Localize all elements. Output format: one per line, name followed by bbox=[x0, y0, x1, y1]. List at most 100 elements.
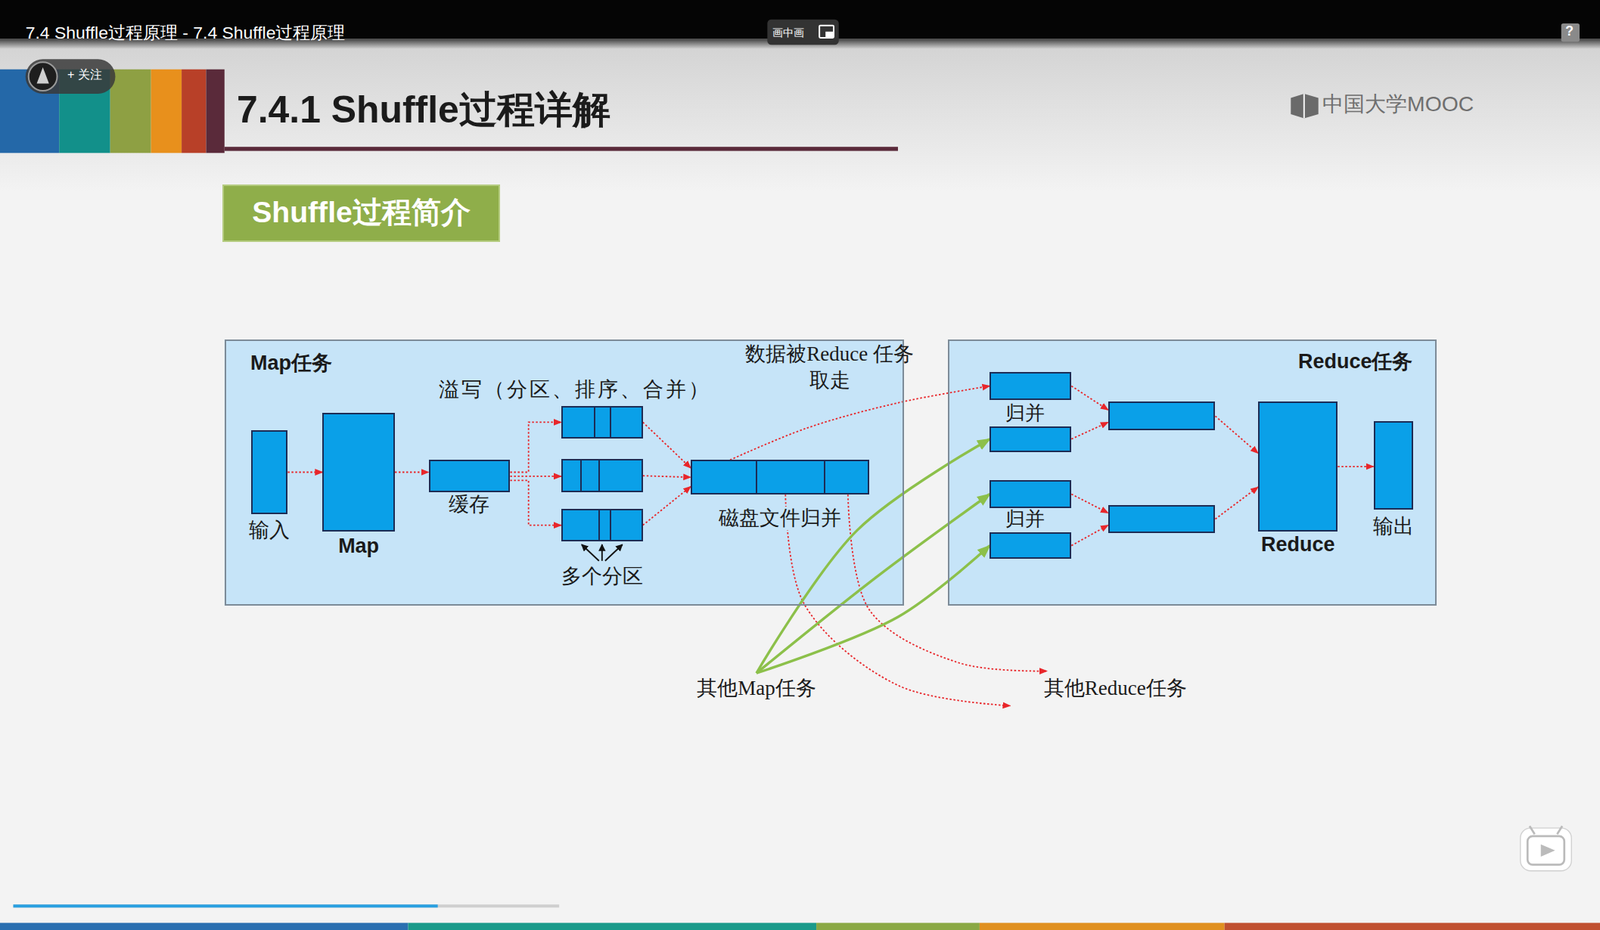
container-heading: Map任务 bbox=[250, 351, 333, 376]
data-flow-arrow bbox=[1214, 487, 1259, 519]
color-stripe bbox=[205, 69, 224, 154]
partition-divider bbox=[580, 460, 582, 492]
brand-logo-icon bbox=[1290, 93, 1318, 119]
data-flow-arrow bbox=[643, 486, 691, 526]
data-flow-arrow bbox=[643, 422, 691, 469]
label-holder: 画中画 bbox=[772, 25, 805, 40]
pip-icon bbox=[825, 31, 834, 38]
help-icon: ? bbox=[1565, 23, 1574, 39]
data-flow-arrow bbox=[1337, 466, 1374, 468]
follow-button-label: + 关注 bbox=[67, 67, 103, 81]
edge-label-holder: 数据被Reduce 任务取走 bbox=[737, 341, 922, 395]
title-underline bbox=[224, 146, 898, 151]
task-label: 其他Map任务 bbox=[693, 675, 819, 703]
node-text: 缓存 bbox=[448, 493, 490, 517]
data-flow-arrow bbox=[1214, 416, 1259, 454]
node-text: 其他Reduce任务 bbox=[1043, 677, 1187, 701]
label-holder: 溢写（分区、排序、合并） bbox=[438, 377, 712, 402]
label-holder: 多个分区 bbox=[561, 564, 644, 589]
data-flow-arrow bbox=[643, 475, 691, 478]
spill-step-label: 溢写（分区、排序、合并） bbox=[438, 378, 712, 401]
pip-button-label: 画中画 bbox=[772, 26, 805, 39]
container-heading: Reduce任务 bbox=[1298, 350, 1413, 374]
data-flow-arrow bbox=[1071, 494, 1109, 514]
partition-divider bbox=[609, 510, 612, 541]
node-text: Map bbox=[338, 534, 380, 559]
partition-block bbox=[561, 459, 644, 494]
data-flow-arrow bbox=[509, 480, 561, 526]
leader-arrow bbox=[605, 544, 623, 562]
avatar bbox=[28, 62, 58, 91]
data-flow-arrow bbox=[1071, 525, 1109, 547]
help-square bbox=[1561, 23, 1580, 42]
node-text: 磁盘文件归并 bbox=[715, 506, 845, 531]
leader-arrow bbox=[581, 544, 600, 562]
data-flow-arrow bbox=[394, 472, 429, 474]
bilibili-icon bbox=[1529, 826, 1563, 835]
color-stripe bbox=[110, 69, 152, 154]
label-holder: 归并 bbox=[1005, 509, 1045, 530]
data-flow-arrow bbox=[509, 422, 561, 473]
label-holder: ? bbox=[1565, 23, 1574, 40]
color-stripe bbox=[181, 69, 206, 154]
follow-pill bbox=[25, 59, 116, 94]
label-holder: + 关注 bbox=[67, 67, 103, 82]
partition-divider bbox=[593, 407, 596, 438]
partition-divider bbox=[598, 510, 600, 541]
data-flow-arrow bbox=[730, 386, 990, 461]
data-block bbox=[989, 372, 1072, 400]
brand-logo-icon bbox=[1303, 93, 1305, 119]
bottom-strip bbox=[979, 923, 1225, 930]
data-block: Map bbox=[322, 413, 395, 532]
node-text: Reduce bbox=[1261, 533, 1335, 557]
data-block bbox=[989, 480, 1072, 508]
brand-logo-text: 中国大学MOOC bbox=[1322, 91, 1474, 116]
slide-top-shade bbox=[0, 38, 1600, 192]
data-block: 输出 bbox=[1373, 421, 1414, 510]
merge-step-label: 归并 bbox=[1005, 402, 1045, 425]
bilibili-icon bbox=[1527, 836, 1565, 866]
data-flow-arrow bbox=[509, 475, 561, 478]
bottom-strip bbox=[408, 923, 818, 930]
node-text: 输出 bbox=[1373, 515, 1414, 539]
data-block: Reduce bbox=[1258, 401, 1338, 532]
title-holder: 7.4.1 Shuffle过程详解 bbox=[236, 87, 611, 134]
task-container: Reduce 输出 Reduce任务 bbox=[947, 339, 1437, 606]
leader-arrow bbox=[601, 544, 603, 562]
partition-block bbox=[561, 406, 644, 439]
bottom-strip bbox=[0, 923, 409, 930]
map-task-fill bbox=[224, 339, 905, 606]
data-flow-arrow bbox=[1071, 386, 1109, 411]
data-flow-arrow bbox=[287, 472, 323, 474]
progress-played bbox=[13, 904, 439, 908]
node-text: 输入 bbox=[248, 518, 290, 543]
fetch-arrow bbox=[756, 546, 990, 675]
partition-note: 多个分区 bbox=[561, 565, 644, 588]
label-holder: 7.4 Shuffle过程原理 - 7.4 Shuffle过程原理 bbox=[25, 22, 346, 44]
partition-divider bbox=[823, 461, 826, 494]
partition-block bbox=[561, 509, 644, 542]
label-holder: 中国大学MOOC bbox=[1322, 91, 1474, 118]
label-holder: 归并 bbox=[1005, 403, 1045, 424]
bottom-strip bbox=[1224, 923, 1600, 930]
banner-text: Shuffle过程简介 bbox=[251, 195, 471, 230]
progress-track bbox=[13, 904, 560, 908]
color-stripe bbox=[151, 69, 182, 154]
task-label: 其他Reduce任务 bbox=[1040, 675, 1190, 703]
pip-button bbox=[767, 19, 839, 46]
data-block bbox=[1108, 401, 1216, 431]
partition-divider bbox=[598, 460, 600, 492]
data-block bbox=[989, 426, 1072, 453]
section-banner: Shuffle过程简介 bbox=[222, 184, 501, 243]
bottom-strip bbox=[816, 923, 980, 930]
bilibili-icon bbox=[1520, 828, 1572, 872]
bilibili-icon bbox=[1540, 845, 1556, 858]
partition-divider bbox=[755, 461, 758, 494]
data-block bbox=[1108, 505, 1216, 535]
data-block: 缓存 bbox=[428, 459, 511, 493]
merged-file-block: 磁盘文件归并 bbox=[690, 459, 870, 495]
slide-title: 7.4.1 Shuffle过程详解 bbox=[236, 88, 611, 131]
pip-icon bbox=[819, 25, 834, 38]
partition-divider bbox=[609, 407, 612, 438]
avatar-mark bbox=[37, 67, 50, 84]
